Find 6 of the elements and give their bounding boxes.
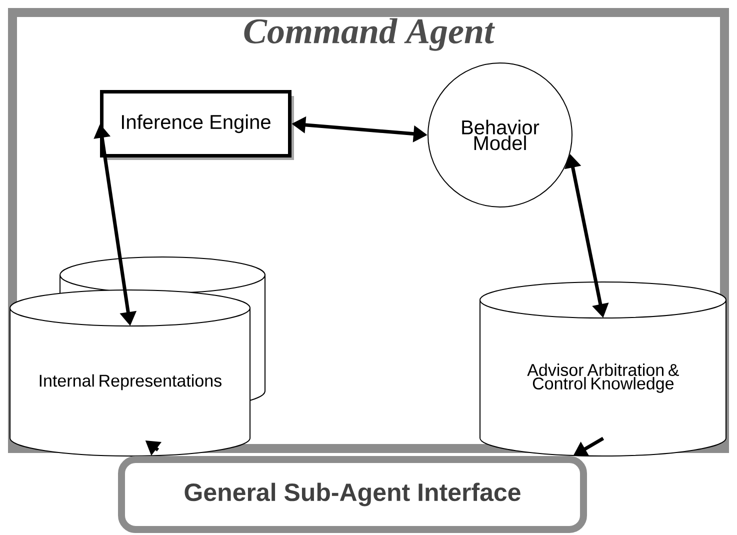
title: Command Agent	[244, 18, 495, 51]
database-cylinder: Advisor Arbitration & Control Knowledge	[480, 282, 726, 456]
node-label: Advisor Arbitration & Control Knowledge	[527, 364, 679, 393]
database-cylinder: Internal Representations	[10, 256, 266, 456]
interface-box: General Sub-Agent Interface	[118, 456, 587, 533]
process-box: Inference Engine	[100, 90, 294, 160]
